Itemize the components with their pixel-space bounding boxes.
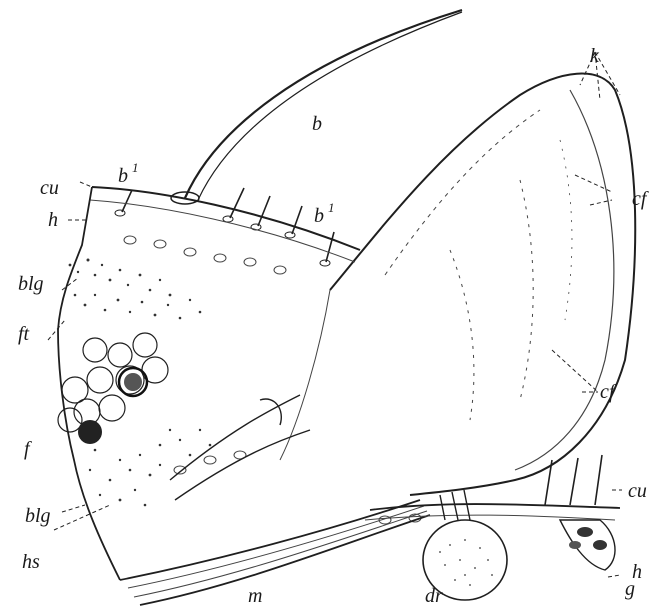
label-k: k: [590, 45, 600, 67]
gland-g: [560, 520, 615, 570]
bristles-lower: [545, 455, 602, 505]
label-b1-left: b: [118, 165, 128, 187]
label-b1-right-sup: 1: [328, 200, 335, 215]
label-h-right: h: [632, 561, 642, 583]
label-f: f: [24, 438, 32, 460]
bristles-b1: [115, 188, 334, 266]
label-cf-top: cf: [632, 188, 649, 210]
label-b1-left-sup: 1: [132, 160, 139, 175]
label-cu-right: cu: [628, 480, 647, 502]
label-b: b: [312, 113, 322, 135]
fat-cells: [58, 333, 168, 444]
label-blg-top: blg: [18, 273, 44, 295]
vesicle-body: [330, 74, 635, 495]
figure-labels: b b 1 b 1 cu h blg ft f blg hs m dr g h …: [18, 45, 649, 607]
leader-lines: [48, 52, 622, 577]
tissue-mass: [58, 187, 330, 580]
label-b1-right: b: [314, 205, 324, 227]
label-dr: dr: [425, 585, 443, 607]
label-ft: ft: [18, 323, 30, 345]
label-cu-left: cu: [40, 177, 59, 199]
label-cf-mid: cf: [600, 381, 617, 403]
organ-dr: [423, 490, 507, 600]
cuticle-lower: [365, 504, 620, 520]
spine-b: [171, 10, 462, 204]
muscle-bands: [120, 395, 430, 605]
label-blg-bottom: blg: [25, 505, 51, 527]
label-m: m: [248, 585, 262, 607]
hypodermis-nuclei: [124, 236, 421, 524]
label-hs: hs: [22, 551, 40, 573]
label-h-left: h: [48, 209, 58, 231]
